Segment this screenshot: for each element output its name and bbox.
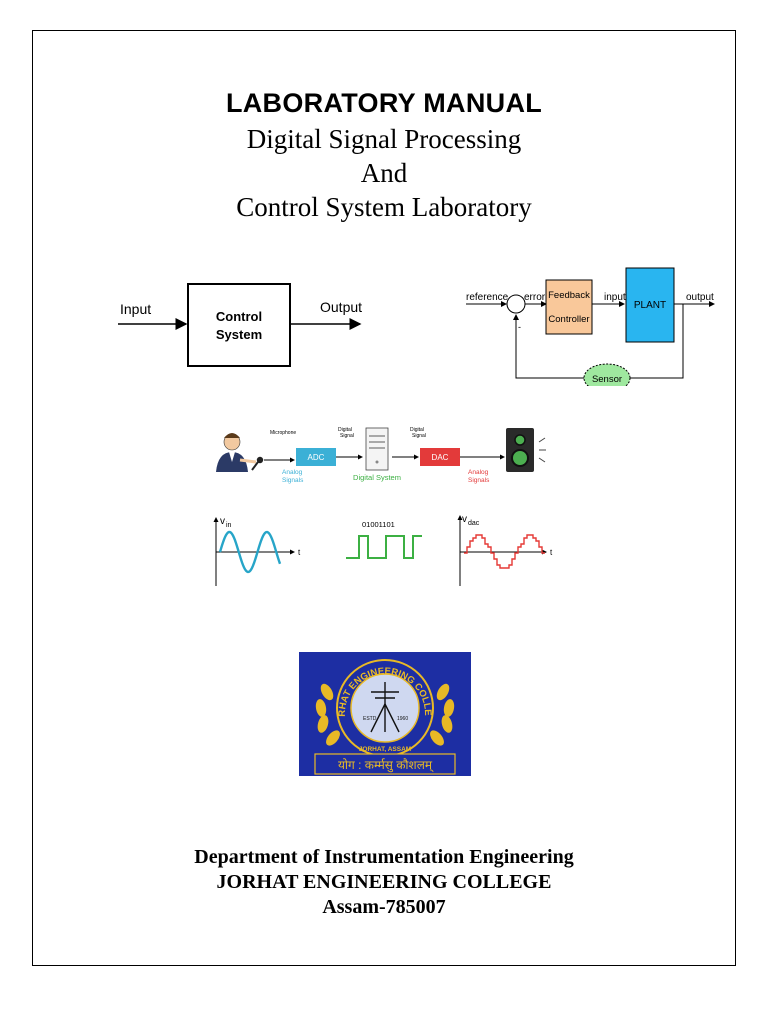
analog-sine-wave bbox=[218, 530, 282, 574]
plant-block bbox=[625, 267, 675, 343]
dac-waveform-panel: v dac t bbox=[457, 514, 553, 586]
waveform-panels: v in t 01001101 v dac t bbox=[213, 514, 553, 586]
sensor-label: Sensor bbox=[592, 374, 622, 385]
digital-signal-1-line1: Digital bbox=[338, 427, 352, 433]
college-logo: JORHAT ENGINEERING COLLEGE ESTD. 1960 JO… bbox=[299, 652, 471, 776]
control-system-block bbox=[187, 283, 291, 367]
closed-loop-diagram: reference - error Feedback Controller in… bbox=[466, 267, 715, 386]
plant-label: PLANT bbox=[634, 300, 666, 311]
vin-symbol: v bbox=[220, 516, 225, 527]
controller-label-2: Controller bbox=[548, 314, 589, 325]
open-loop-output-label: Output bbox=[320, 299, 362, 315]
adc-label: ADC bbox=[308, 453, 325, 462]
open-loop-diagram: Input Control System Output bbox=[118, 283, 362, 367]
college-address: Assam-785007 bbox=[322, 896, 446, 918]
open-loop-input-label: Input bbox=[120, 301, 151, 317]
bit-sequence: 01001101 bbox=[362, 520, 395, 529]
microphone-icon bbox=[251, 456, 264, 471]
logo-motto: योग : कर्म्मसु कौशलम् bbox=[338, 758, 434, 773]
digital-waveform-panel: 01001101 bbox=[346, 520, 422, 559]
laurel-wreath-icon bbox=[315, 683, 455, 746]
dac-block bbox=[420, 448, 460, 466]
vdac-subscript: dac bbox=[468, 520, 480, 527]
department-name: Department of Instrumentation Engineerin… bbox=[194, 846, 574, 868]
vin-subscript: in bbox=[226, 522, 232, 529]
analog-waveform-panel: v in t bbox=[213, 516, 301, 586]
college-name: JORHAT ENGINEERING COLLEGE bbox=[216, 871, 552, 893]
analog-signals-left-2: Signals bbox=[282, 477, 304, 484]
minus-sign: - bbox=[518, 322, 521, 332]
reference-label: reference bbox=[466, 292, 509, 303]
page-border bbox=[32, 30, 736, 966]
dac-label: DAC bbox=[432, 453, 449, 462]
t-axis-label-3: t bbox=[550, 548, 553, 557]
control-system-label-2: System bbox=[216, 327, 262, 342]
speaker-person-icon bbox=[216, 433, 257, 472]
logo-estd: ESTD. bbox=[363, 716, 378, 722]
dsp-chain-diagram: Microphone ADC Analog Signals Digital Si… bbox=[216, 427, 546, 484]
digital-signal-2-line1: Digital bbox=[410, 427, 424, 433]
error-label: error bbox=[524, 292, 546, 303]
subject-line-3: Control System Laboratory bbox=[236, 192, 532, 222]
logo-location: JORHAT, ASSAM bbox=[359, 746, 411, 753]
sensor-block bbox=[583, 363, 631, 386]
computer-tower-icon bbox=[365, 427, 389, 471]
loudspeaker-icon bbox=[506, 428, 546, 472]
vdac-symbol: v bbox=[462, 514, 467, 525]
output-label: output bbox=[686, 292, 714, 303]
controller-label-1: Feedback bbox=[548, 290, 590, 301]
adc-block bbox=[296, 448, 336, 466]
feedback-controller-block bbox=[545, 279, 593, 335]
summing-junction bbox=[506, 294, 526, 314]
analog-signals-right-1: Analog bbox=[468, 469, 489, 476]
analog-signals-right-2: Signals bbox=[468, 477, 490, 484]
logo-year: 1960 bbox=[397, 716, 408, 722]
digital-system-label: Digital System bbox=[353, 473, 401, 482]
digital-square-wave bbox=[346, 535, 422, 559]
manual-title: LABORATORY MANUAL bbox=[225, 88, 543, 118]
control-system-label-1: Control bbox=[216, 309, 262, 324]
t-axis-label-1: t bbox=[298, 548, 301, 557]
analog-signals-left-1: Analog bbox=[282, 469, 303, 476]
dac-staircase-wave bbox=[464, 534, 545, 569]
microphone-label: Microphone bbox=[270, 430, 296, 436]
subject-line-2: And bbox=[360, 158, 408, 188]
digital-signal-1-line2: Signal bbox=[340, 433, 354, 439]
digital-signal-2-line2: Signal bbox=[412, 433, 426, 439]
plant-input-label: input bbox=[604, 292, 626, 303]
subject-line-1: Digital Signal Processing bbox=[246, 124, 522, 154]
tower-emblem-icon bbox=[370, 682, 400, 733]
